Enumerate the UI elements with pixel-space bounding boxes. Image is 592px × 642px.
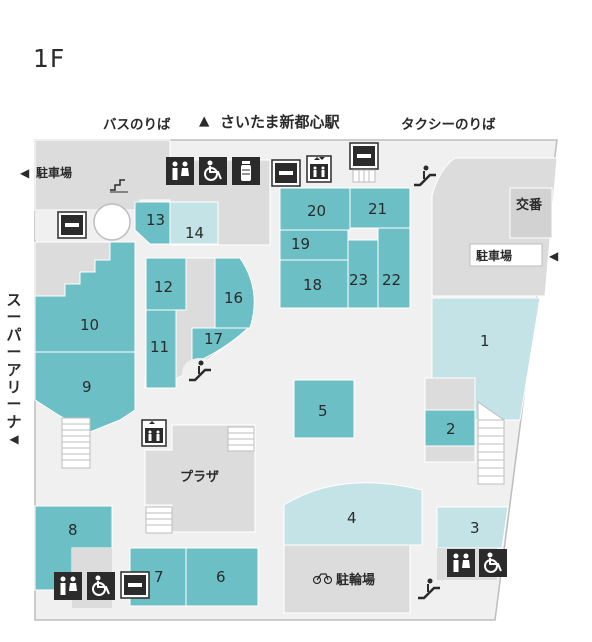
store-18-area[interactable] [279,259,349,309]
super-arena-char: ア [6,360,22,379]
store-12-area[interactable] [145,257,187,311]
store-19-area[interactable] [279,229,349,261]
bicycle-parking-label: 駐輪場 [336,572,375,588]
taxi-stand-label: タクシーのりば [401,117,496,133]
store-4-area[interactable] [283,482,423,546]
store-number: 6 [216,568,226,586]
store-number: 21 [368,200,387,218]
bicycle-parking-area [283,544,411,614]
wheelchair-icon [87,572,115,600]
parking-arrow-left: ◀ [20,166,30,180]
store-20-area[interactable] [279,187,351,231]
restroom-icon [166,157,194,185]
store-number: 22 [382,271,401,289]
koban-area [509,187,553,239]
restroom-icon [447,549,475,577]
store-number: 7 [154,568,164,586]
store-14-area[interactable] [169,201,219,245]
koban-label: 交番 [516,197,543,213]
parking-label-right: 駐車場 [476,248,512,263]
store-number: 13 [146,211,165,229]
store-2-area[interactable] [424,409,476,447]
locker-icon [271,159,301,187]
store-number: 12 [154,278,173,296]
store-number: 18 [303,276,322,294]
store-number: 19 [291,235,310,253]
bus-stop-label: バスのりば [103,117,171,133]
store-number: 16 [224,289,243,307]
station-arrow: ▲ [199,113,210,129]
store-17-area[interactable] [191,327,250,363]
nursing-room-icon [232,157,260,185]
store-number: 1 [480,332,490,350]
stairs-left [61,417,91,469]
store-21-area[interactable] [349,187,411,229]
store-number: 8 [68,521,78,539]
floor-title: 1F [33,44,66,73]
station-label: さいたま新都心駅 [220,113,340,131]
store-number: 5 [318,402,328,420]
store-number: 4 [347,509,357,527]
store-number: 9 [82,378,92,396]
store-9-area[interactable] [34,351,136,433]
super-arena-label: ス ー パ ー ア リ ー ナ ◀ [5,291,23,449]
parking-sign-right-box [469,243,543,267]
stairs-plaza-top [227,426,255,452]
plaza-label: プラザ [180,470,219,485]
parking-label-left: 駐車場 [36,165,72,180]
store-number: 11 [150,338,169,356]
stairs-right [477,401,505,485]
stairs-plaza-bottom [145,506,173,534]
escalator-icon [418,578,440,600]
store-16-area[interactable] [214,257,255,329]
store-11-area[interactable] [145,309,177,389]
bicycle-icon [312,573,333,585]
store-number: 20 [307,202,326,220]
store-number: 17 [204,330,223,348]
store-number: 10 [80,316,99,334]
wheelchair-icon [479,549,507,577]
super-arena-char: ナ [6,412,22,431]
super-arena-arrow: ◀ [9,432,19,447]
super-arena-char: ー [6,395,22,414]
store-number: 2 [446,420,456,438]
plaza-area [144,424,256,533]
store-3-area[interactable] [436,506,509,549]
restroom-icon [54,572,82,600]
wheelchair-icon [199,157,227,185]
store-6-area[interactable] [185,547,259,607]
locker-icon [349,142,379,170]
store-number: 3 [470,519,480,537]
locker-icon [120,571,150,599]
round-entrance [93,203,131,241]
store-number: 14 [185,224,204,242]
store-number: 23 [349,271,368,289]
super-arena-char: パ [6,325,22,344]
stairs-icon [352,169,376,183]
elevator-icon [141,419,167,447]
locker-icon [57,211,87,239]
super-arena-char: ス [6,291,22,309]
elevator-icon [306,155,332,183]
store-23-area[interactable] [347,239,379,309]
store-5-area[interactable] [293,379,355,439]
super-arena-char: ー [6,308,22,327]
super-arena-char: ー [6,343,22,362]
escalator-icon [414,165,436,187]
stairs-icon [110,179,128,193]
store-22-area[interactable] [377,227,411,309]
parking-arrow-right: ◀ [549,249,559,263]
escalator-icon [189,360,211,382]
super-arena-char: リ [6,378,22,397]
